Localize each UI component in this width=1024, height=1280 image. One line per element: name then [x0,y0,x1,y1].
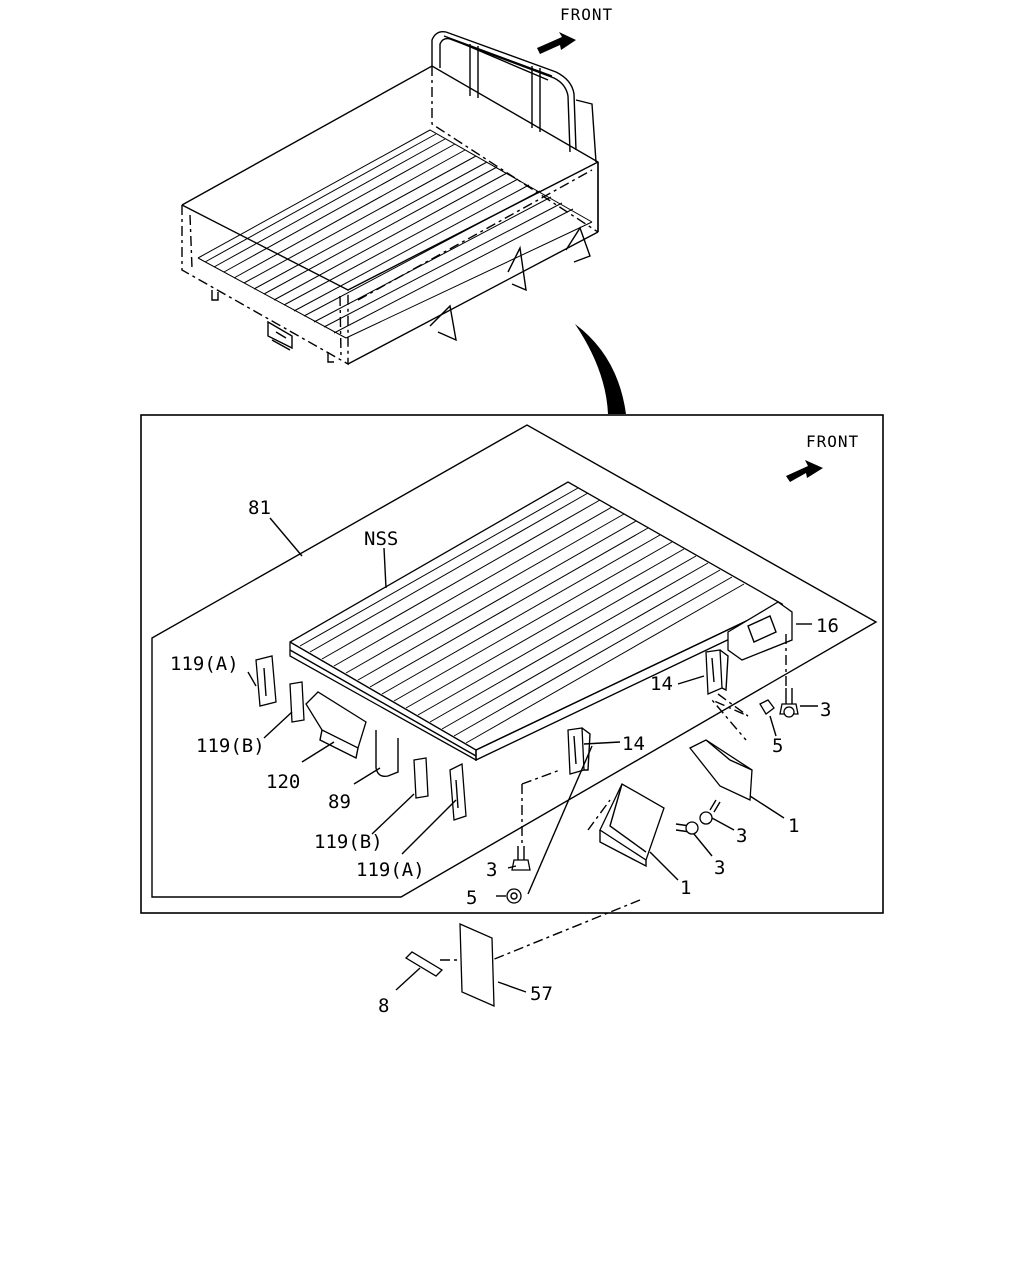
part-1-mid-bracket [599,783,665,868]
front-label-top: FRONT [560,5,613,24]
label-81: 81 [248,497,271,519]
part-89-u-bolt [375,730,399,778]
part-120-bracket [305,691,367,760]
label-89: 89 [328,791,351,813]
bed-deck-nss [289,481,784,762]
label-8: 8 [378,995,389,1017]
label-3-mid-right: 3 [736,825,747,847]
truck-bed-overview: FRONT [181,5,613,366]
label-14-mid: 14 [622,733,645,755]
leader-lines [247,517,818,993]
label-1-mid: 1 [680,877,691,899]
part-3-left-bolt [511,846,531,871]
label-119b-bottom: 119(B) [314,831,383,853]
label-16: 16 [816,615,839,637]
part-57-mud-flap [459,922,495,1008]
label-119a-bottom: 119(A) [356,859,425,881]
label-57: 57 [530,983,553,1005]
label-3-right: 3 [820,699,831,721]
label-5-left: 5 [466,887,477,909]
part-5-right-nut [759,699,775,715]
detail-frame [140,414,884,914]
label-nss: NSS [364,528,398,550]
part-119b-bottom [413,757,429,799]
part-16-bracket [727,601,793,661]
part-3-mid-bolt [675,821,699,835]
label-1-right: 1 [788,815,799,837]
detail-callout-arrow-icon [575,324,626,414]
headboard-rack [431,30,597,163]
part-8-clip [404,951,444,977]
part-119a-bottom [449,762,467,821]
part-labels: 81 NSS 16 14 3 5 119(A) 119(B) 120 89 14… [170,497,839,1017]
part-3-right-bolt [779,688,799,718]
label-120: 120 [266,771,300,793]
label-119a-top: 119(A) [170,653,239,675]
part-14-right [705,649,729,695]
front-arrow-icon-box [786,460,823,482]
part-14-mid [567,727,591,775]
label-5-right: 5 [772,735,783,757]
label-3-mid: 3 [714,857,725,879]
label-3-left: 3 [486,859,497,881]
label-119b-top: 119(B) [196,735,265,757]
assembly-81-outline [151,424,878,898]
part-1-right-bracket [688,739,753,801]
part-119b-top [289,681,305,723]
label-14-right: 14 [650,673,673,695]
front-label-box: FRONT [806,432,859,451]
part-119a-top [255,655,277,707]
front-arrow-icon-top [537,32,576,54]
part-5-left-nut [506,888,522,904]
bed-floor-ribs [197,129,593,339]
